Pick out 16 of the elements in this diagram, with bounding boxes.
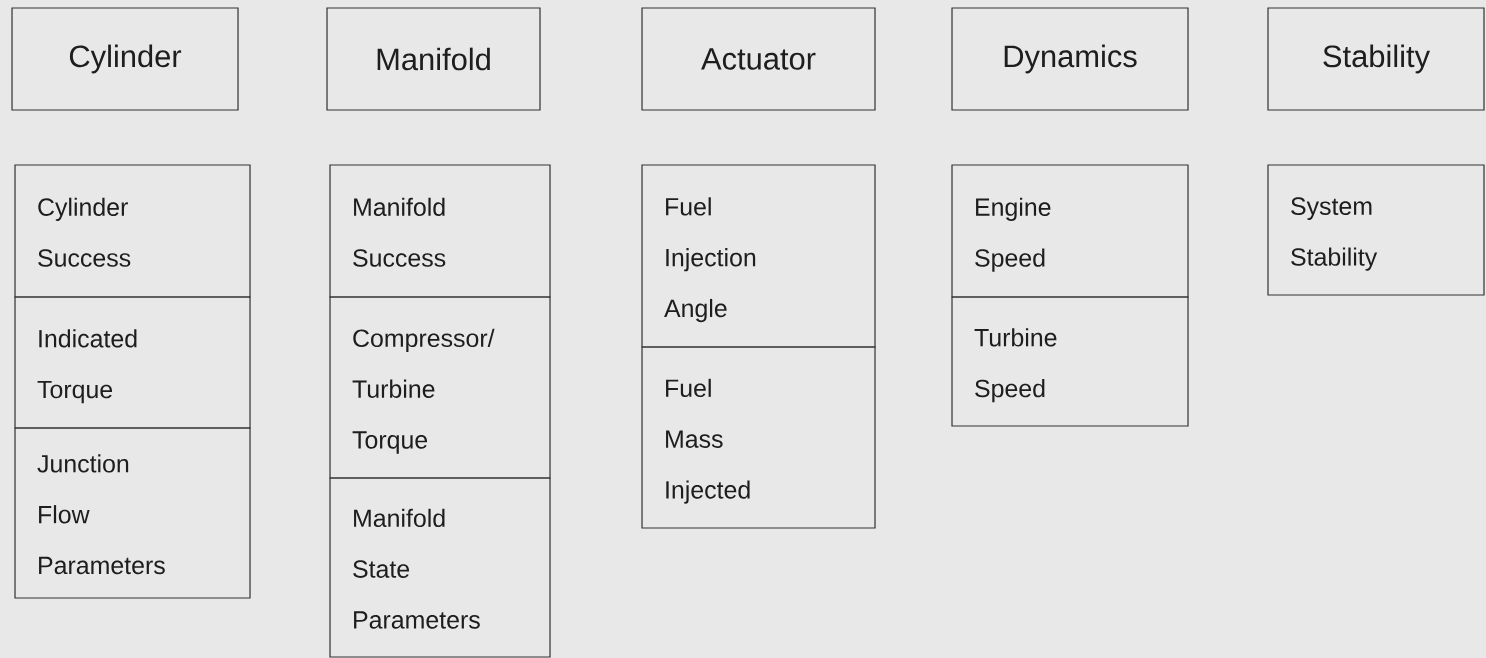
heading-box: Actuator [641,7,876,111]
heading-box: Dynamics [951,7,1189,111]
label-box: Fuel Mass Injected [641,346,876,529]
label-box: Manifold State Parameters [329,477,551,658]
label-box: Engine Speed [951,164,1189,298]
heading-box: Manifold [326,7,541,111]
label-box: Junction Flow Parameters [14,427,251,599]
label-box: Cylinder Success [14,164,251,298]
heading-box: Stability [1267,7,1485,111]
label-box: System Stability [1267,164,1485,296]
label-box: Manifold Success [329,164,551,298]
label-box: Turbine Speed [951,296,1189,427]
heading-box: Cylinder [11,7,239,111]
label-box: Indicated Torque [14,296,251,429]
label-box: Compressor/ Turbine Torque [329,296,551,479]
label-box: Fuel Injection Angle [641,164,876,348]
